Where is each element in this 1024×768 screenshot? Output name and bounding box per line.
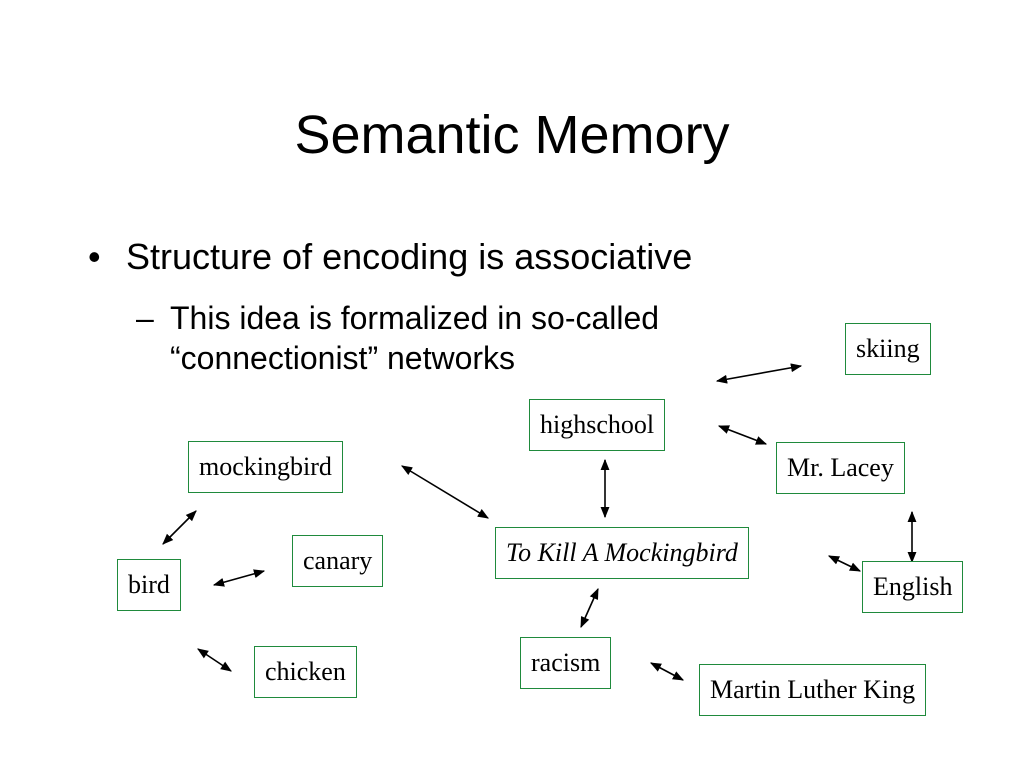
- link-mockingbird-novel: [401, 465, 489, 519]
- node-canary: canary: [292, 535, 384, 587]
- node-skiing: skiing: [845, 323, 931, 375]
- node-mr-lacey: Mr. Lacey: [776, 442, 905, 494]
- main-bullet: • Structure of encoding is associative: [88, 234, 692, 280]
- slide-title: Semantic Memory: [294, 105, 730, 165]
- node-martin-luther-king: Martin Luther King: [699, 664, 927, 716]
- node-bird: bird: [117, 559, 181, 611]
- main-bullet-text: Structure of encoding is associative: [126, 236, 693, 277]
- node-highschool: highschool: [529, 399, 666, 451]
- link-highschool-skiing: [715, 363, 803, 384]
- node-racism: racism: [520, 637, 612, 689]
- link-racism-mlk: [650, 662, 684, 681]
- link-bird-chicken: [197, 648, 232, 672]
- node-mockingbird: mockingbird: [188, 441, 343, 493]
- sub-bullet: – This idea is formalized in so-called “…: [136, 298, 796, 378]
- node-chicken: chicken: [254, 646, 357, 698]
- link-mockingbird-bird: [162, 510, 197, 545]
- link-novel-racism: [580, 587, 599, 629]
- sub-bullet-text: This idea is formalized in so-called “co…: [170, 300, 660, 376]
- link-novel-english: [827, 555, 862, 572]
- node-to-kill-a-mockingbird: To Kill A Mockingbird: [495, 527, 749, 579]
- node-english: English: [862, 561, 964, 613]
- link-highschool-mr-lacey: [717, 425, 768, 445]
- bullet-dot: •: [88, 236, 101, 277]
- link-bird-canary: [212, 569, 266, 587]
- sub-bullet-dash: –: [136, 300, 154, 336]
